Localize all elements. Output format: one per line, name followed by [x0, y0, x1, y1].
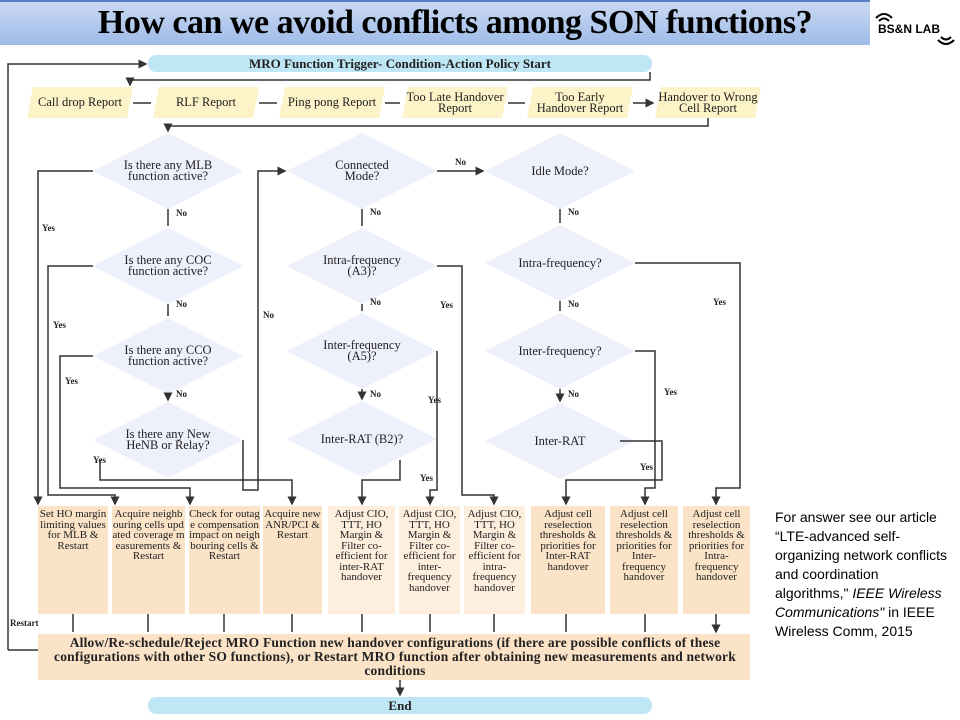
reference-text-end: in IEEE Wireless Comm, 2015: [775, 604, 935, 639]
no-label: No: [568, 207, 579, 217]
report-call-drop: Call drop Report: [37, 95, 122, 109]
report-wrong-cell: Handover to Wrong Cell Report: [658, 89, 758, 115]
mro-flowchart: [0, 45, 772, 720]
action-anr: Acquire new ANR/PCI & Restart: [263, 506, 322, 614]
decision-a5: Inter-frequency (A5)?: [323, 338, 401, 363]
report-ping-pong: Ping pong Report: [287, 95, 377, 109]
decision-idle-inter: Inter-frequency?: [518, 343, 602, 358]
yes-label: Yes: [428, 395, 441, 405]
action-coc: Acquire neighbouring cells updated cover…: [112, 506, 185, 614]
logo-text: BS&N LAB: [878, 22, 940, 36]
action-idle-inter: Adjust cell reselection thresholds & pri…: [610, 506, 678, 614]
no-label: No: [370, 389, 381, 399]
yes-label: Yes: [440, 300, 453, 310]
reference-journal: IEEE Wireless Communications": [775, 585, 942, 620]
action-connected-intra: Adjust CIO, TTT, HO Margin & Filter co-e…: [464, 506, 525, 614]
action-cco: Check for outage compensation impact on …: [189, 506, 260, 614]
end-node: End: [388, 698, 412, 713]
decision-b2: Inter-RAT (B2)?: [320, 431, 404, 446]
action-idle-rat: Adjust cell reselection thresholds & pri…: [531, 506, 605, 614]
decision-coc: Is there any COC function active?: [124, 253, 212, 278]
no-label: No: [370, 297, 381, 307]
decision-idle: Idle Mode?: [531, 163, 589, 178]
action-connected-inter: Adjust CIO, TTT, HO Margin & Filter co-e…: [399, 506, 460, 614]
decision-connected: Connected Mode?: [335, 158, 389, 183]
yes-label: Yes: [664, 387, 677, 397]
yes-label: Yes: [42, 223, 55, 233]
title-banner: [0, 0, 870, 45]
decision-idle-rat: Inter-RAT: [534, 433, 586, 448]
yes-label: Yes: [53, 320, 66, 330]
reference-note: For answer see our article “LTE-advanced…: [775, 508, 955, 641]
yes-label: Yes: [420, 473, 433, 483]
decision-cco: Is there any CCO function active?: [124, 343, 212, 368]
decision-henb: Is there any New HeNB or Relay?: [125, 427, 211, 452]
no-label: No: [176, 299, 187, 309]
reference-text: For answer see our article “LTE-advanced…: [775, 509, 947, 601]
action-idle-intra: Adjust cell reselection thresholds & pri…: [683, 506, 750, 614]
no-label: No: [455, 157, 466, 167]
no-label: No: [370, 207, 381, 217]
decision-mlb: Is there any MLB function active?: [123, 158, 213, 183]
yes-label: Yes: [713, 297, 726, 307]
lab-logo: BS&N LAB: [868, 6, 958, 50]
no-label: No: [568, 299, 579, 309]
start-node: MRO Function Trigger- Condition-Action P…: [249, 56, 551, 71]
action-connected-rat: Adjust CIO, TTT, HO Margin & Filter co-e…: [328, 506, 395, 614]
wifi-icon: [875, 13, 955, 45]
decision-a3: Intra-frequency (A3)?: [323, 253, 401, 278]
no-label: No: [263, 310, 274, 320]
yes-label: Yes: [65, 376, 78, 386]
final-decision-box: Allow/Re-schedule/Reject MRO Function ne…: [54, 635, 736, 678]
yes-label: Yes: [93, 455, 106, 465]
flowchart-graphics: [7, 55, 761, 714]
report-rlf: RLF Report: [175, 95, 237, 109]
report-too-early: Too Early Handover Report: [536, 89, 624, 115]
report-too-late: Too Late Handover Report: [406, 89, 504, 115]
slide-title: How can we avoid conflicts among SON fun…: [97, 4, 813, 41]
no-label: No: [568, 389, 579, 399]
restart-label: Restart: [10, 618, 39, 628]
action-mlb: Set HO margin limiting values for MLB & …: [38, 506, 108, 614]
no-label: No: [176, 208, 187, 218]
decision-idle-intra: Intra-frequency?: [518, 255, 602, 270]
no-label: No: [176, 389, 187, 399]
yes-label: Yes: [640, 462, 653, 472]
